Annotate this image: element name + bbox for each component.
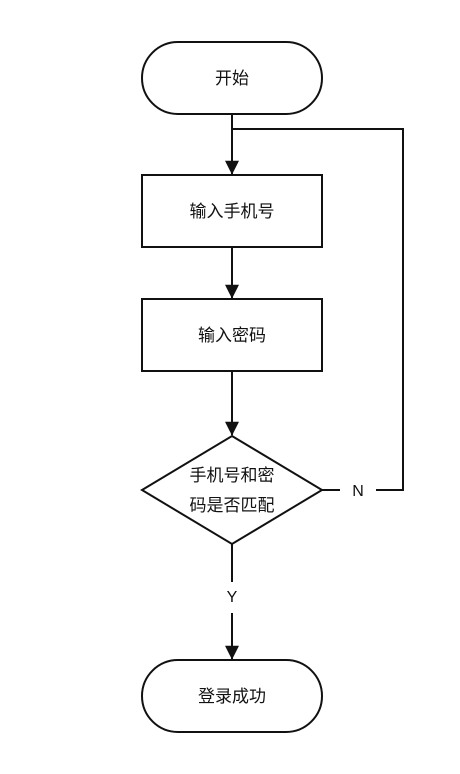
- success-node: 登录成功: [141, 659, 323, 733]
- decision-label-line2: 码是否匹配: [190, 496, 275, 516]
- loop-back-return-line: [232, 128, 404, 491]
- match-check-decision: 手机号和密 码是否匹配: [140, 434, 324, 546]
- decision-label-line1: 手机号和密: [190, 466, 275, 486]
- start-label: 开始: [215, 69, 249, 89]
- success-label: 登录成功: [198, 687, 266, 707]
- yes-label: Y: [227, 589, 238, 606]
- input-phone-node: 输入手机号: [141, 174, 323, 248]
- input-phone-label: 输入手机号: [190, 202, 275, 222]
- start-node: 开始: [141, 41, 323, 115]
- no-label: N: [352, 483, 364, 500]
- input-password-node: 输入密码: [141, 298, 323, 372]
- input-password-label: 输入密码: [198, 326, 266, 346]
